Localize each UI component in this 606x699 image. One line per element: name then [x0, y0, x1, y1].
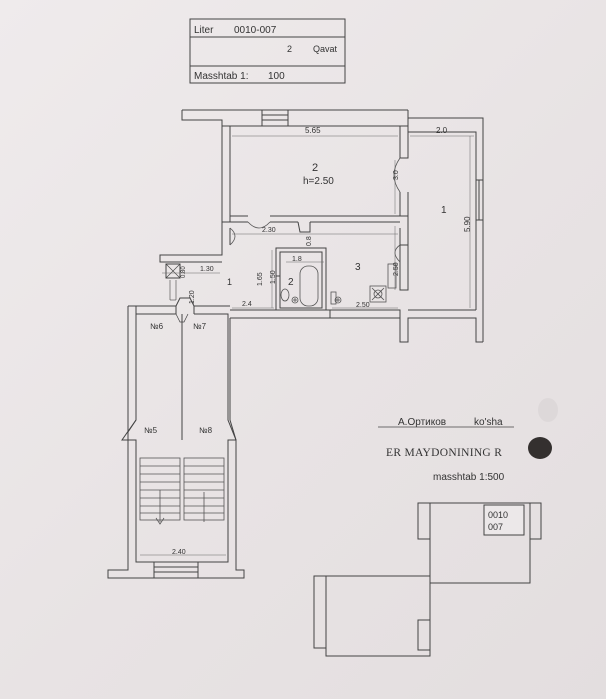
redaction-blot — [528, 437, 552, 459]
dim-2-4: 2.4 — [242, 301, 252, 308]
apartment-6-label: №6 — [150, 322, 164, 331]
parcel-number-line1: 0010 — [488, 510, 508, 520]
floor-label: Qavat — [313, 44, 338, 54]
dim-2-30: 2.30 — [262, 227, 276, 234]
dim-2-0: 2.0 — [436, 126, 448, 135]
dim-3-0: 3.0 — [393, 170, 400, 180]
blurred-area — [538, 398, 558, 422]
dim-0-80: 0.80 — [181, 266, 187, 278]
liter-value: 0010-007 — [234, 25, 277, 36]
dim-1-20: 1.20 — [189, 290, 196, 304]
site-scale: masshtab 1:500 — [433, 472, 505, 483]
dim-1-8: 1.8 — [292, 256, 302, 263]
dim-2-50-vertical: 2.50 — [393, 262, 400, 276]
dimension-lines — [140, 135, 474, 556]
bathroom-label: 2 — [288, 277, 294, 288]
site-plan — [313, 502, 542, 657]
staircase-steps — [139, 457, 225, 525]
room-3-label: 3 — [355, 262, 361, 273]
liter-label: Liter — [194, 25, 214, 36]
site-plan-title: ER MAYDONINING R — [386, 447, 502, 459]
dim-2-50-horizontal: 2.50 — [356, 302, 370, 309]
dim-1-65: 1.65 — [257, 272, 264, 286]
dim-5-90: 5.90 — [463, 216, 472, 232]
parcel-number-line2: 007 — [488, 522, 503, 532]
dim-5-65: 5.65 — [305, 126, 321, 135]
scale-value: 100 — [268, 71, 285, 82]
site-author: А.Ортиков — [398, 417, 446, 428]
floor-number: 2 — [287, 44, 292, 54]
dim-2-40: 2.40 — [172, 549, 186, 556]
bathroom-fixtures — [280, 263, 397, 307]
room-2-height: h=2.50 — [303, 176, 334, 187]
apartment-5-label: №5 — [144, 426, 158, 435]
title-stamp — [189, 18, 346, 84]
dim-0-8: 0.8 — [306, 236, 313, 246]
room-2-label: 2 — [312, 162, 318, 174]
hall-label: 1 — [227, 277, 232, 287]
room-1-label: 1 — [441, 205, 447, 216]
dim-1-50: 1.50 — [270, 270, 277, 284]
apartment-8-label: №8 — [199, 426, 213, 435]
site-street: ko'sha — [474, 417, 503, 428]
dim-1-30: 1.30 — [200, 266, 214, 273]
plan-walls — [107, 109, 484, 579]
apartment-7-label: №7 — [193, 322, 207, 331]
scale-label: Masshtab 1: — [194, 71, 248, 82]
